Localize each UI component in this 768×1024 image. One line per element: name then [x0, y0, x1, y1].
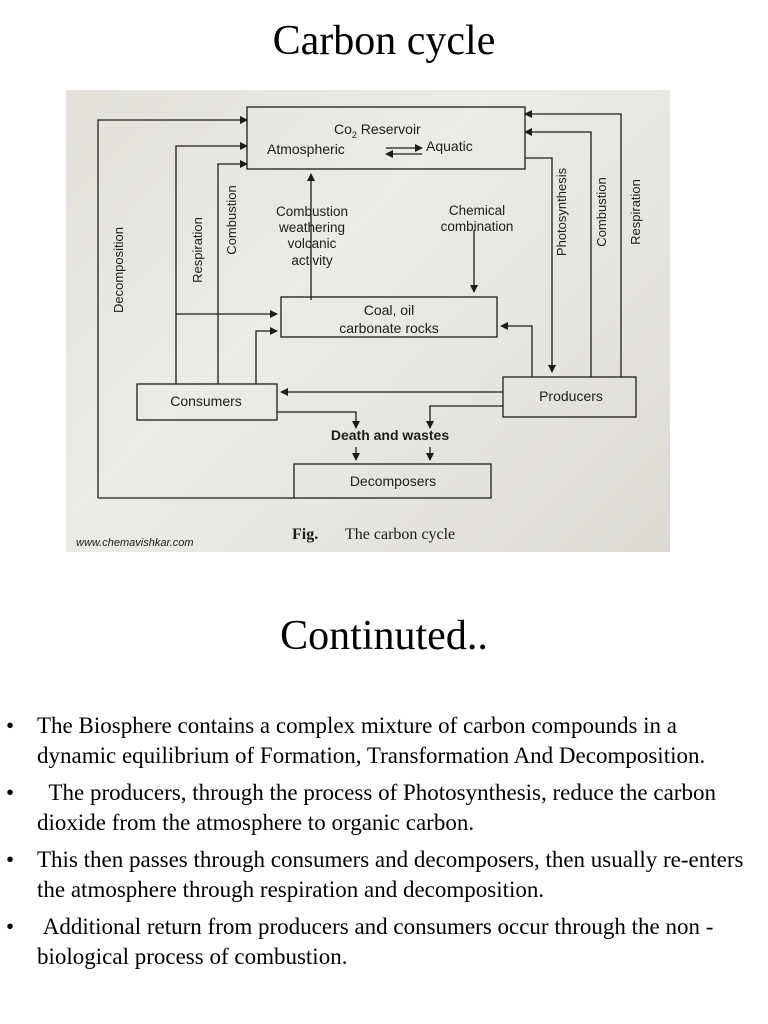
carbon-cycle-diagram: Co2 Reservoir Atmospheric Aquatic Combus…: [76, 106, 643, 549]
carbon-cycle-diagram-photo: Co2 Reservoir Atmospheric Aquatic Combus…: [66, 90, 670, 552]
atmospheric-label: Atmospheric: [267, 141, 345, 157]
producers-to-coal-arrow: [500, 322, 533, 377]
bullet-text: The producers, through the process of Ph…: [37, 780, 722, 835]
figure-label: Fig.: [292, 526, 318, 543]
combustion-right-arrow: [524, 128, 592, 377]
respiration-left-arrow: [175, 142, 248, 384]
consumers-death-arrow: [277, 411, 360, 429]
decomposition-arrow: [97, 116, 248, 498]
slide-subtitle: Continuted..: [280, 613, 488, 659]
bullet-text: The Biosphere contains a complex mixture…: [37, 713, 706, 768]
combustion-weathering-line3: volcanic: [288, 236, 337, 251]
death-and-wastes-label: Death and wastes: [331, 427, 449, 443]
co2-reservoir-box: [246, 106, 526, 170]
bullet-item: • The Biosphere contains a complex mixtur…: [0, 711, 768, 771]
figure-caption: The carbon cycle: [345, 526, 455, 543]
combustion-right-label: Combustion: [594, 177, 609, 246]
photosynthesis-arrow: [525, 157, 556, 373]
reservoir-title: Co2 Reservoir: [334, 121, 421, 140]
respiration-right-label: Respiration: [628, 179, 643, 245]
bullet-marker: •: [6, 847, 15, 872]
combustion-left-arrow: [217, 160, 248, 384]
combustion-left-label: Combustion: [224, 185, 239, 254]
bullet-marker: •: [6, 713, 15, 738]
chemical-combination-line1: Chemical: [449, 203, 505, 218]
aquatic-label: Aquatic: [426, 138, 473, 154]
bullet-marker: •: [6, 780, 15, 805]
combustion-weathering-line4: activity: [291, 253, 333, 268]
producers-death-arrow: [426, 405, 503, 429]
decomposers-box: [293, 463, 492, 499]
coal-oil-line1: Coal, oil: [364, 302, 415, 318]
respiration-left-label: Respiration: [190, 217, 205, 283]
bullet-text: Additional return from producers and con…: [37, 914, 720, 969]
combustion-weathering-line1: Combustion: [276, 204, 348, 219]
coal-oil-line2: carbonate rocks: [339, 320, 439, 336]
bullet-list: • The Biosphere contains a complex mixtur…: [0, 711, 768, 979]
decomposition-label: Decomposition: [111, 227, 126, 313]
consumers-coal-link: [255, 327, 278, 384]
bullet-item: • This then passes through consumers and …: [0, 845, 768, 905]
bullet-text: This then passes through consumers and d…: [37, 847, 750, 902]
bullet-item: • Additional return from producers and c…: [0, 912, 768, 972]
coal-oil-box: [280, 296, 498, 338]
chemical-combination-line2: combination: [441, 219, 514, 234]
respiration-right-arrow: [524, 110, 622, 377]
decomposers-label: Decomposers: [350, 473, 436, 489]
consumers-box: [136, 383, 278, 421]
slide-title: Carbon cycle: [272, 18, 496, 64]
photosynthesis-label: Photosynthesis: [554, 167, 569, 256]
consumers-label: Consumers: [170, 393, 242, 409]
bullet-marker: •: [6, 914, 15, 939]
producers-label: Producers: [539, 388, 603, 404]
watermark-url: www.chemavishkar.com: [76, 537, 194, 549]
combustion-weathering-line2: weathering: [278, 220, 345, 235]
bullet-item: • The producers, through the process of …: [0, 778, 768, 838]
producers-box: [502, 376, 637, 418]
